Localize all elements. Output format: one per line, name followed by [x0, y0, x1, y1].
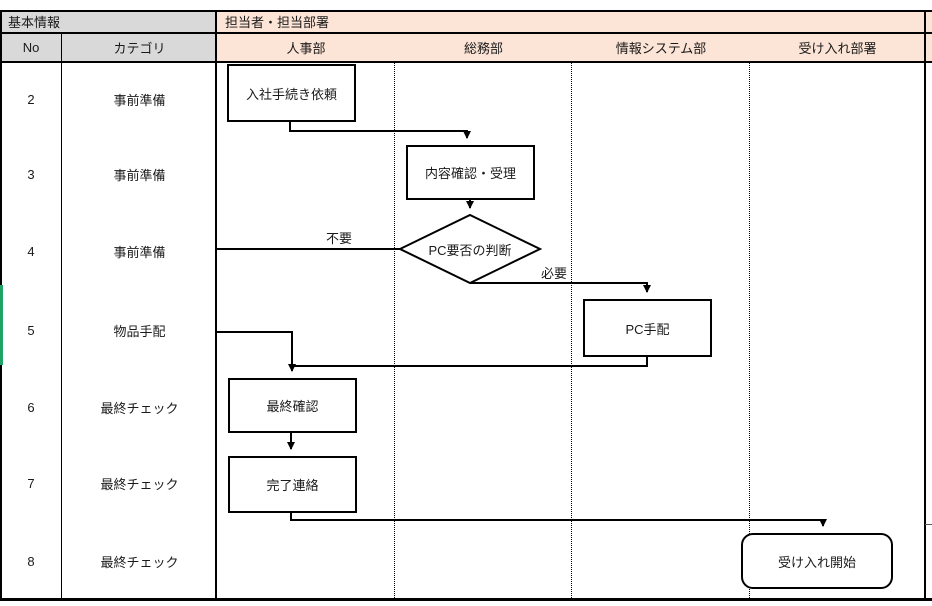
connector-decision-yes-pcorder	[470, 282, 651, 293]
lane-header-receiving-dept-label: 受け入れ部署	[798, 41, 877, 56]
header-group-departments-label: 担当者・担当部署	[225, 15, 330, 30]
row-no-5: 5	[27, 322, 35, 338]
row-no-3: 3	[27, 167, 35, 182]
row-no-4: 4	[27, 244, 35, 259]
node-label: PC手配	[625, 321, 670, 337]
header-group-basic-info-label: 基本情報	[8, 15, 61, 30]
header-sliver-top	[925, 10, 932, 33]
lane-header-hr: 人事部	[217, 33, 395, 62]
lane-header-receiving-dept: 受け入れ部署	[750, 33, 925, 62]
node-content-confirmation[interactable]: 内容確認・受理	[406, 145, 535, 200]
edge-label-needed: 必要	[540, 266, 567, 281]
connector-pcorder-merge	[292, 357, 648, 367]
connector-decision-no-finalcheck	[215, 248, 400, 372]
row-category-4: 事前準備	[113, 245, 166, 260]
border-right	[924, 10, 926, 600]
lane-header-it-systems-label: 情報システム部	[615, 41, 707, 56]
node-label: 完了連絡	[266, 478, 319, 493]
node-label: 内容確認・受理	[424, 166, 516, 181]
border-top	[0, 10, 932, 12]
connector-notify-start	[290, 513, 827, 527]
row-no-7: 7	[27, 476, 35, 491]
node-pc-arrangement[interactable]: PC手配	[583, 299, 712, 357]
column-header-category: カテゴリ	[62, 33, 217, 62]
column-header-category-label: カテゴリ	[113, 41, 166, 56]
row-no-6: 6	[27, 399, 35, 415]
node-final-confirmation[interactable]: 最終確認	[228, 378, 357, 433]
row-category-8: 最終チェック	[100, 554, 179, 570]
gridline-sliver	[925, 524, 932, 525]
row-category-5: 物品手配	[113, 323, 166, 339]
row-category-7: 最終チェック	[100, 477, 179, 492]
header-group-departments: 担当者・担当部署	[217, 10, 925, 33]
header-group-basic-info: 基本情報	[0, 10, 217, 33]
row-category-6: 最終チェック	[100, 400, 179, 416]
connector-request-confirm	[289, 122, 471, 139]
node-hiring-procedure-request[interactable]: 入社手続き依頼	[227, 64, 356, 122]
lane-header-hr-label: 人事部	[286, 41, 326, 56]
node-pc-decision-label: PC要否の判断	[400, 241, 540, 258]
row-no-8: 8	[27, 553, 35, 569]
border-header-mid	[0, 32, 932, 34]
row-selection-indicator	[0, 285, 3, 365]
lane-header-general-affairs: 総務部	[395, 33, 572, 62]
edge-label-not-needed: 不要	[325, 231, 352, 246]
column-header-no-label: No	[22, 40, 40, 55]
header-sliver-bottom	[925, 33, 932, 62]
lane-separator-2	[571, 62, 572, 598]
row-category-3: 事前準備	[113, 168, 166, 183]
border-header-bottom	[0, 61, 932, 63]
node-label: 受け入れ開始	[777, 554, 856, 570]
node-label: PC要否の判断	[428, 242, 512, 258]
border-no-category	[61, 33, 62, 600]
node-label: 最終確認	[266, 399, 319, 414]
lane-header-it-systems: 情報システム部	[572, 33, 750, 62]
lane-separator-1	[394, 62, 395, 598]
node-completion-notice[interactable]: 完了連絡	[228, 456, 357, 513]
node-label: 入社手続き依頼	[245, 86, 337, 102]
row-no-2: 2	[27, 92, 35, 107]
node-acceptance-start[interactable]: 受け入れ開始	[741, 533, 893, 589]
border-bottom	[0, 598, 932, 601]
lane-header-general-affairs-label: 総務部	[463, 41, 503, 56]
row-category-2: 事前準備	[113, 93, 166, 108]
column-header-no: No	[0, 33, 62, 62]
lane-separator-3	[749, 62, 750, 598]
